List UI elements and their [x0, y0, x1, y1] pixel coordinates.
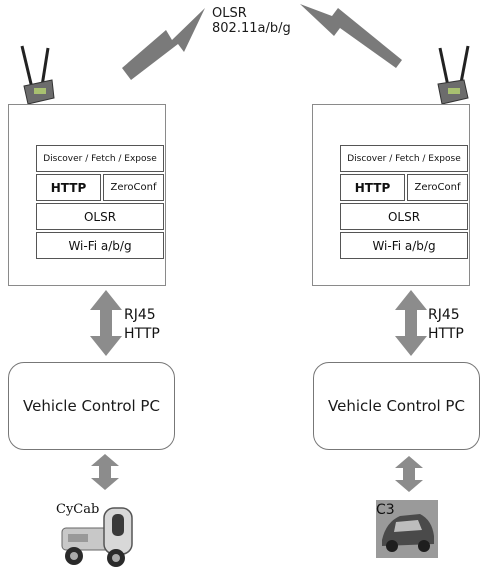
- lightning-bolt-right: [300, 4, 402, 68]
- double-arrow-left-upper: [90, 290, 122, 356]
- discover-fetch-expose-layer: Discover / Fetch / Expose: [340, 145, 468, 172]
- double-arrow-left-lower: [91, 454, 119, 490]
- wireless-link-label: OLSR 802.11a/b/g: [212, 6, 291, 36]
- http-layer: HTTP: [340, 174, 405, 201]
- lightning-bolt-left: [122, 8, 205, 80]
- connection-type: RJ45: [124, 307, 156, 323]
- router-right-icon: [437, 45, 470, 105]
- connection-protocol: HTTP: [124, 326, 160, 342]
- c3-vehicle-icon: [376, 500, 438, 558]
- double-arrow-right-lower: [395, 456, 423, 492]
- connection-label-right: RJ45 HTTP: [428, 306, 464, 344]
- discover-fetch-expose-layer: Discover / Fetch / Expose: [36, 145, 164, 172]
- wireless-link-graphic: [122, 4, 402, 80]
- zeroconf-layer: ZeroConf: [103, 174, 164, 201]
- cycab-vehicle-icon: [61, 507, 133, 567]
- router-left-icon: [20, 45, 55, 105]
- zeroconf-layer: ZeroConf: [407, 174, 468, 201]
- link-standard: 802.11a/b/g: [212, 21, 291, 36]
- cycab-label: CyCab: [56, 502, 100, 517]
- connection-protocol: HTTP: [428, 326, 464, 342]
- http-layer: HTTP: [36, 174, 101, 201]
- double-arrow-right-upper: [395, 290, 427, 356]
- vehicle-control-pc-right: Vehicle Control PC: [313, 362, 480, 450]
- c3-label: C3: [376, 502, 395, 518]
- connection-label-left: RJ45 HTTP: [124, 306, 160, 344]
- wifi-layer: Wi-Fi a/b/g: [36, 232, 164, 259]
- router-left-box: Discover / Fetch / Expose HTTP ZeroConf …: [8, 104, 166, 286]
- wifi-layer: Wi-Fi a/b/g: [340, 232, 468, 259]
- router-right-box: Discover / Fetch / Expose HTTP ZeroConf …: [312, 104, 470, 286]
- olsr-layer: OLSR: [36, 203, 164, 230]
- connection-type: RJ45: [428, 307, 460, 323]
- link-protocol: OLSR: [212, 6, 247, 21]
- olsr-layer: OLSR: [340, 203, 468, 230]
- vehicle-control-pc-left: Vehicle Control PC: [8, 362, 175, 450]
